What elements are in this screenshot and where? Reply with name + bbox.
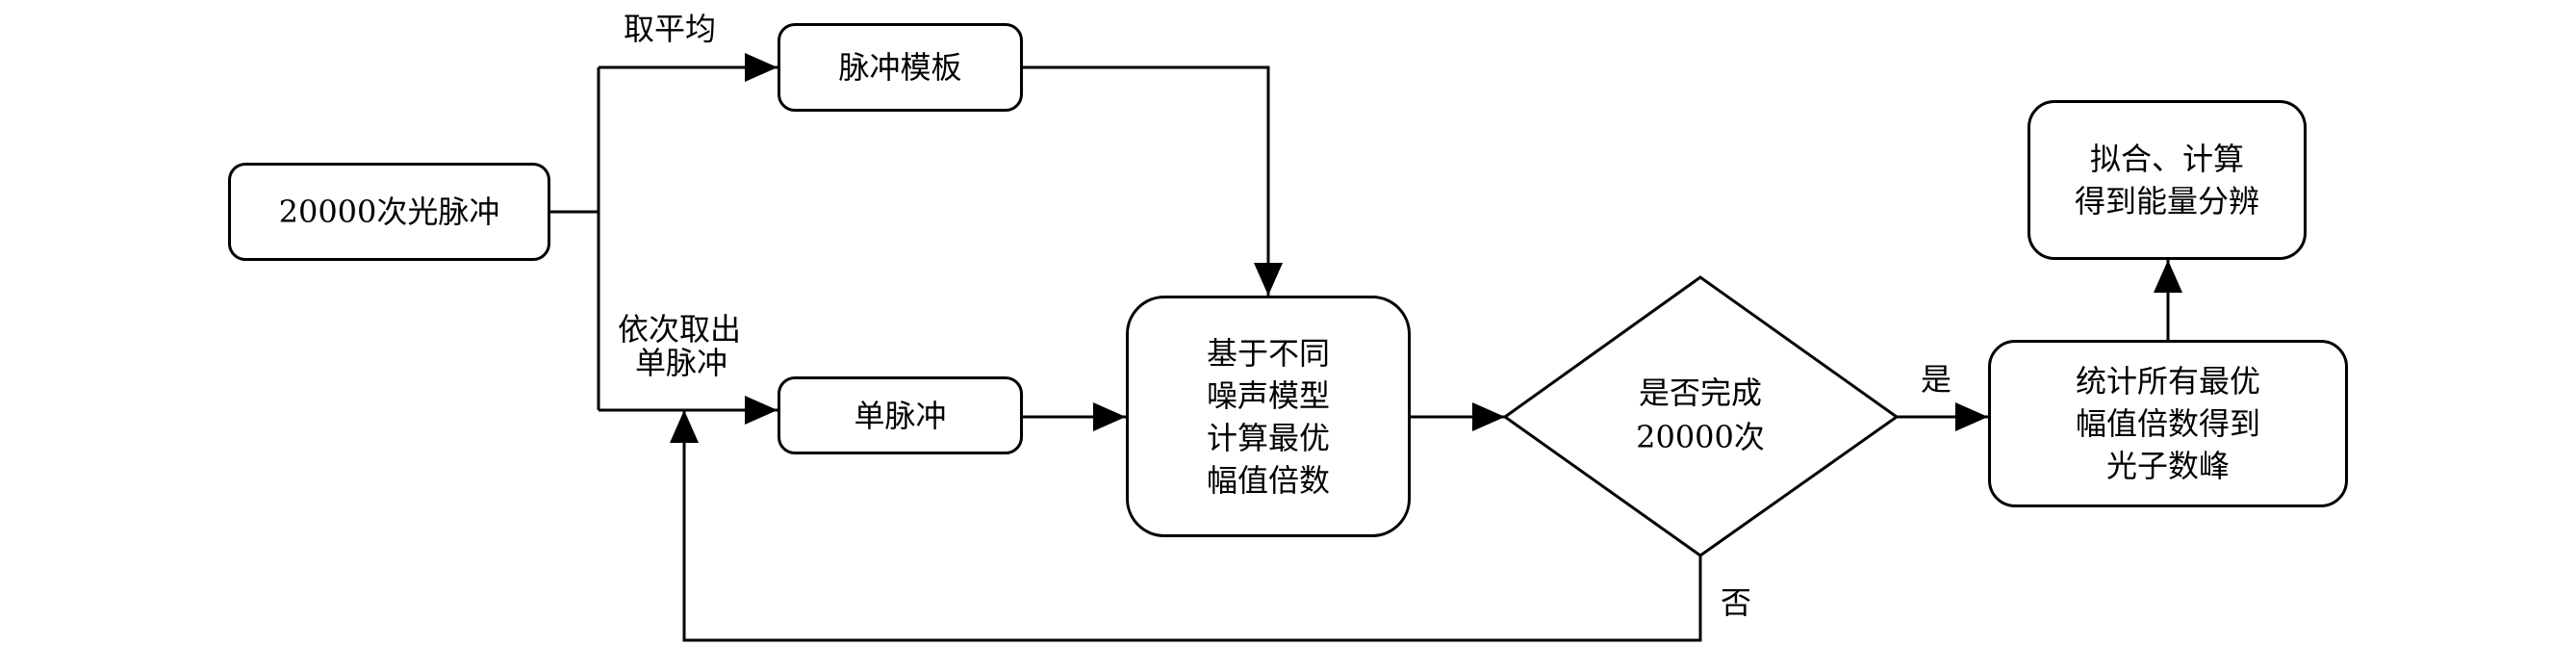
label-extract-line2: 单脉冲	[635, 345, 728, 381]
node-compute-line: 噪声模型	[1206, 376, 1330, 414]
node-compute-line: 计算最优	[1206, 419, 1330, 456]
label-extract-line1: 依次取出	[618, 311, 742, 348]
node-stats-line: 光子数峰	[2105, 448, 2230, 484]
edge-template-compute	[1023, 65, 1283, 296]
node-single-pulse: 单脉冲	[778, 376, 1023, 454]
edge-decision-loop	[670, 410, 1702, 642]
label-yes: 是	[1921, 361, 1952, 398]
node-result-line: 得到能量分辨	[2074, 183, 2259, 220]
node-input-text: 20000次光脉冲	[278, 194, 500, 230]
node-compute-line: 幅值倍数	[1206, 461, 1330, 499]
decision-diamond	[1502, 275, 1900, 557]
node-single-text: 单脉冲	[854, 397, 947, 434]
node-result-line: 拟合、计算	[2089, 141, 2244, 177]
decision-line: 是否完成	[1638, 375, 1762, 411]
node-stats-line: 幅值倍数得到	[2075, 405, 2260, 442]
node-pulse-template: 脉冲模板	[778, 23, 1023, 112]
node-template-text: 脉冲模板	[838, 49, 962, 86]
node-stats-photon-peaks: 统计所有最优 幅值倍数得到 光子数峰	[1988, 340, 2348, 507]
node-stats-line: 统计所有最优	[2075, 363, 2260, 400]
label-no: 否	[1721, 584, 1752, 621]
decision-line: 20000次	[1636, 419, 1765, 455]
node-compute-line: 基于不同	[1206, 334, 1330, 372]
node-input-pulses: 20000次光脉冲	[228, 163, 550, 261]
node-compute-amplitude: 基于不同 噪声模型 计算最优 幅值倍数	[1126, 296, 1411, 537]
node-fit-energy-resolution: 拟合、计算 得到能量分辨	[2028, 100, 2307, 260]
decision-text: 是否完成 20000次	[1585, 371, 1816, 459]
label-average: 取平均	[624, 11, 717, 47]
